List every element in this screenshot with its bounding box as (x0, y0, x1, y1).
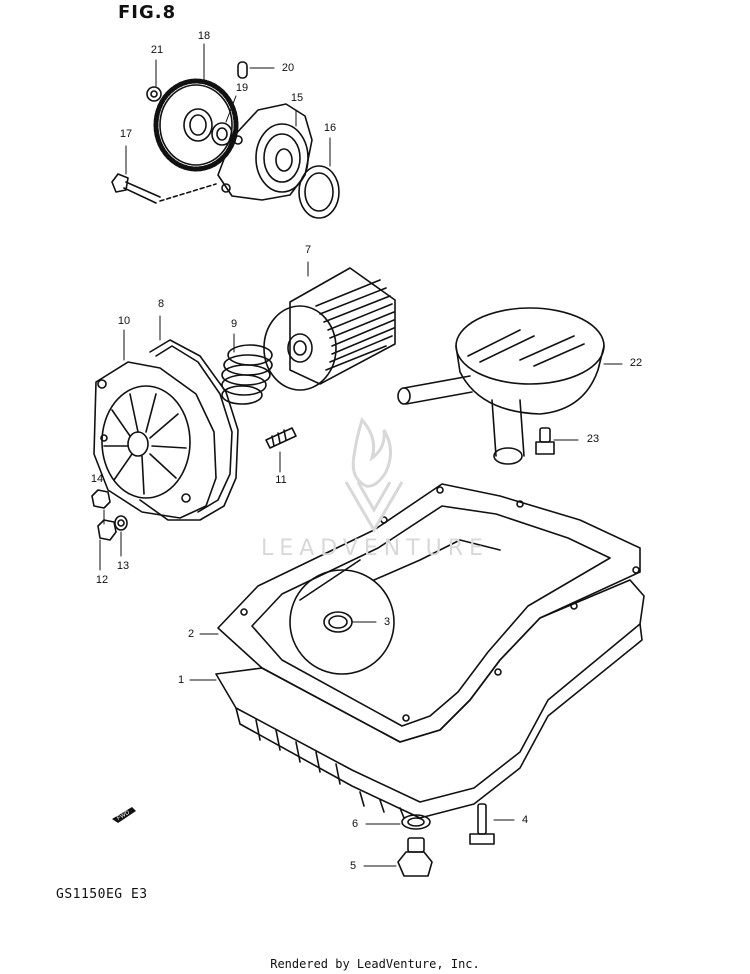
callout-20: 20 (281, 62, 295, 74)
callout-3: 3 (383, 616, 391, 628)
callout-2: 2 (187, 628, 195, 640)
o-ring-3 (323, 611, 353, 633)
callout-12: 12 (95, 574, 109, 586)
callout-8: 8 (157, 298, 165, 310)
strainer-bolt (535, 427, 555, 455)
oil-pan (215, 539, 645, 819)
callout-5: 5 (349, 860, 357, 872)
callout-19: 19 (235, 82, 249, 94)
circlip (146, 86, 162, 102)
watermark-logo (344, 416, 404, 533)
callout-13: 13 (116, 560, 130, 572)
model-code: GS1150EG E3 (56, 887, 148, 902)
callout-6: 6 (351, 818, 359, 830)
pump-bolt (111, 173, 217, 204)
pin (237, 61, 248, 79)
callout-17: 17 (119, 128, 133, 140)
callout-15: 15 (290, 92, 304, 104)
leader-lines (99, 43, 623, 867)
callout-7: 7 (304, 244, 312, 256)
stud (265, 427, 297, 449)
filter-spring (221, 344, 273, 405)
callout-21: 21 (150, 44, 164, 56)
pan-bolt (469, 803, 495, 845)
callout-1: 1 (177, 674, 185, 686)
figure-title: FIG.8 (118, 2, 177, 23)
filter-cover (93, 361, 217, 519)
forward-arrow-icon: FWD (112, 807, 136, 823)
washer-13 (114, 515, 128, 531)
oil-pan-gasket (217, 483, 641, 743)
oil-filter (263, 267, 396, 391)
callout-10: 10 (117, 315, 131, 327)
cover-gasket (139, 339, 239, 521)
drain-plug (397, 837, 433, 877)
drain-gasket (401, 814, 431, 830)
callout-14: 14 (90, 473, 104, 485)
callout-23: 23 (586, 433, 600, 445)
oil-pump-body (217, 103, 313, 201)
callout-16: 16 (323, 122, 337, 134)
callout-11: 11 (275, 474, 287, 486)
footer-rendered-by: Rendered by LeadVenture, Inc. (270, 957, 480, 971)
washer-19 (211, 122, 233, 146)
callout-4: 4 (521, 814, 529, 826)
callout-9: 9 (230, 318, 238, 330)
cap-nut-14 (91, 489, 111, 509)
callout-18: 18 (197, 30, 211, 42)
callout-22: 22 (629, 357, 643, 369)
oil-pump-gear (153, 78, 239, 172)
oil-strainer (397, 307, 605, 465)
o-ring-16 (298, 165, 340, 219)
watermark-text: LEADVENTURE (261, 536, 489, 561)
